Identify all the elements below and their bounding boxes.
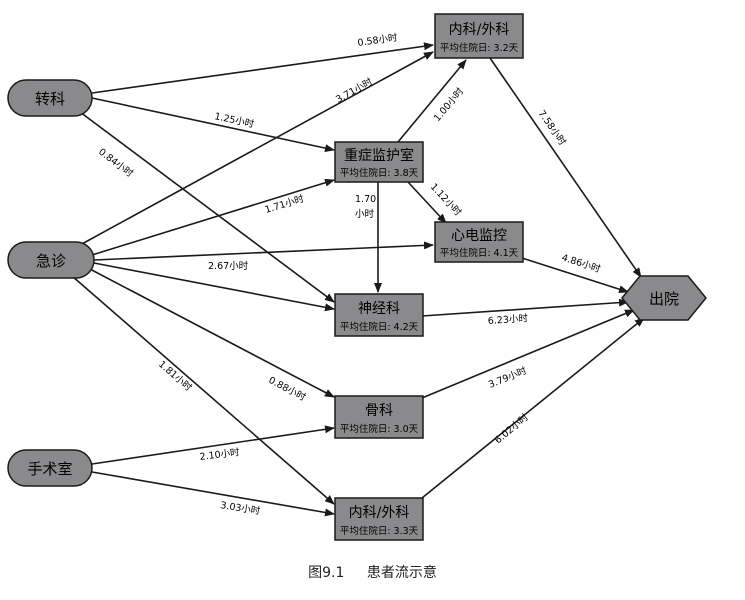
label-icu-medsurg-top: 1.00小时 — [431, 85, 466, 124]
edge-surgery-medsurg-bottom — [91, 471, 335, 517]
unit-title-ortho: 骨科 — [365, 403, 393, 419]
edge-labels: 0.58小时 1.25小时 0.84小时 3.71小时 1.71小时 2.67小… — [96, 31, 602, 517]
edge-emergency-ortho — [87, 267, 335, 398]
edge-emergency-medsurg-top — [79, 51, 434, 246]
label-surgery-ortho: 2.10小时 — [199, 446, 241, 463]
edge-ccu-discharge — [521, 257, 629, 294]
unit-node-neuro: 神经科 平均住院日: 4.2天 — [334, 293, 424, 337]
label-icu-ccu: 1.12小时 — [428, 181, 465, 219]
unit-node-medsurg-top: 内科/外科 平均住院日: 3.2天 — [434, 13, 524, 59]
label-transfer-medsurg-top: 0.58小时 — [357, 31, 399, 49]
source-label-transfer: 转科 — [35, 90, 65, 108]
discharge-label: 出院 — [649, 290, 679, 308]
label-surgery-medsurg-bottom: 3.03小时 — [220, 499, 262, 517]
label-neuro-discharge: 6.23小时 — [487, 312, 528, 327]
edge-emergency-ccu — [93, 241, 434, 261]
edges — [71, 42, 645, 517]
source-nodes: 转科 急诊 手术室 — [7, 79, 95, 487]
unit-title-neuro: 神经科 — [358, 301, 400, 317]
edge-transfer-medsurg-top — [91, 42, 434, 94]
source-label-surgery: 手术室 — [27, 460, 72, 478]
source-label-emergency: 急诊 — [36, 252, 66, 270]
unit-subtitle-ccu: 平均住院日: 4.1天 — [440, 247, 519, 259]
edge-neuro-discharge — [421, 298, 629, 317]
discharge-node: 出院 — [621, 275, 707, 321]
unit-node-icu: 重症监护室 平均住院日: 3.8天 — [334, 141, 424, 183]
edge-icu-ccu — [407, 181, 447, 224]
unit-title-ccu: 心电监控 — [451, 228, 507, 244]
unit-subtitle-medsurg-top: 平均住院日: 3.2天 — [440, 42, 519, 54]
label-icu-neuro-value: 1.70 — [355, 194, 376, 205]
edge-emergency-icu — [91, 178, 335, 256]
edge-medsurg-top-discharge — [489, 57, 642, 278]
edge-emergency-medsurg-bottom — [71, 275, 335, 505]
source-node-emergency: 急诊 — [7, 241, 95, 279]
label-emergency-medsurg-bottom: 1.81小时 — [156, 358, 195, 394]
unit-title-medsurg-top: 内科/外科 — [449, 22, 510, 38]
label-medsurg-bottom-discharge: 6.02小时 — [492, 411, 531, 446]
unit-subtitle-neuro: 平均住院日: 4.2天 — [340, 321, 419, 333]
edge-icu-medsurg-top — [397, 59, 467, 143]
source-node-surgery: 手术室 — [7, 449, 93, 487]
label-icu-neuro-unit: 小时 — [355, 208, 375, 220]
edge-medsurg-bottom-discharge — [421, 317, 645, 499]
unit-title-medsurg-bottom: 内科/外科 — [349, 505, 410, 521]
figure-title: 患者流示意 — [366, 565, 437, 581]
figure-number: 图9.1 — [308, 565, 345, 581]
label-emergency-ortho: 0.88小时 — [267, 374, 309, 404]
label-emergency-medsurg-top: 3.71小时 — [334, 75, 375, 105]
unit-node-ccu: 心电监控 平均住院日: 4.1天 — [434, 221, 524, 263]
edge-emergency-neuro — [93, 262, 335, 312]
label-transfer-neuro: 0.84小时 — [96, 146, 136, 180]
unit-title-icu: 重症监护室 — [344, 147, 414, 164]
edge-surgery-ortho — [91, 425, 335, 465]
edge-ortho-discharge — [421, 309, 635, 399]
label-medsurg-top-discharge: 7.58小时 — [536, 108, 569, 148]
edge-transfer-icu — [91, 97, 335, 153]
unit-nodes: 内科/外科 平均住院日: 3.2天 重症监护室 平均住院日: 3.8天 心电监控… — [334, 13, 524, 541]
edge-transfer-neuro — [79, 111, 335, 303]
figure-caption: 图9.1 患者流示意 — [0, 562, 745, 582]
label-transfer-icu: 1.25小时 — [213, 110, 255, 130]
unit-subtitle-icu: 平均住院日: 3.8天 — [340, 167, 419, 179]
label-emergency-ccu: 2.67小时 — [208, 260, 249, 272]
unit-subtitle-medsurg-bottom: 平均住院日: 3.3天 — [340, 525, 419, 537]
unit-node-ortho: 骨科 平均住院日: 3.0天 — [334, 395, 424, 439]
source-node-transfer: 转科 — [7, 79, 93, 117]
unit-node-medsurg-bottom: 内科/外科 平均住院日: 3.3天 — [334, 497, 424, 541]
unit-subtitle-ortho: 平均住院日: 3.0天 — [340, 423, 419, 435]
